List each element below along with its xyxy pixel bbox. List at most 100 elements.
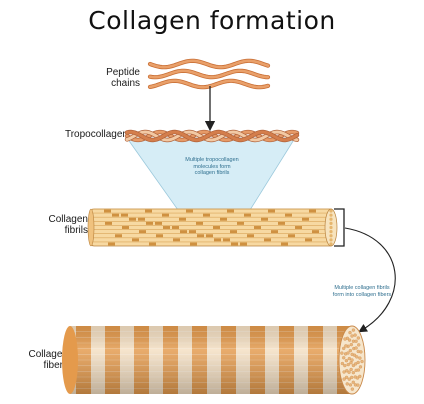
fiber-end-dot [347, 356, 351, 361]
fiber-end-dot [348, 330, 352, 335]
fibril-band [156, 234, 163, 238]
fiber-end-dot [353, 362, 358, 366]
fiber-end-dot [351, 363, 356, 368]
fibril-band [247, 234, 254, 238]
peptide-chains [147, 58, 271, 90]
fiber-end-dot [350, 334, 354, 338]
fibril-band [213, 226, 220, 229]
fibril-band [271, 230, 278, 234]
fibril-band [121, 213, 128, 217]
fibril-band [264, 238, 271, 242]
fiber-end-dot [349, 361, 353, 365]
peptide-chain [148, 79, 270, 89]
fiber-end-dot [344, 375, 349, 380]
fibril-band [278, 221, 285, 225]
fiber-end-dot [350, 375, 354, 380]
fibril-band [206, 234, 213, 238]
fiber-end-dot [349, 342, 353, 347]
fiber-end-dot [360, 359, 364, 364]
arrow-fibrils-to-fibers [344, 227, 396, 333]
fibril-band [237, 221, 244, 225]
fiber-end-dot [356, 383, 360, 387]
fibril-end-dot [329, 217, 333, 221]
tropocollagen-molecule [124, 129, 300, 143]
collagen-fibrils-bundle [87, 208, 338, 247]
fibril-band [145, 209, 152, 213]
fibril-band [268, 209, 275, 213]
fiber-end-dot [347, 377, 351, 381]
peptide-chain [148, 59, 270, 69]
fiber-end-dot [342, 356, 346, 360]
fiber-end-dot [350, 387, 355, 391]
fibril-band [146, 221, 153, 225]
fibril-band [122, 226, 129, 229]
fiber-end-dot [359, 350, 363, 354]
label-collagen-fibrils: Collagen fibrils [48, 214, 88, 236]
fiber-end-dot [346, 362, 350, 367]
fiber-end-dot [356, 336, 360, 340]
fibril-band [285, 213, 292, 217]
fibril-band [172, 226, 179, 229]
fiber-end-dot [351, 371, 356, 375]
fibril-band [305, 238, 312, 242]
fiber-end-dot [358, 356, 362, 360]
fibril-band [149, 242, 156, 246]
fibril-band [189, 230, 196, 234]
fibril-band [155, 221, 162, 225]
fibrils-left-end [87, 208, 95, 247]
label-collagen-fibers: Collagen fibers [28, 349, 68, 371]
fibril-end-dot [329, 230, 333, 234]
fibril-band [230, 230, 237, 234]
fibril-band [203, 213, 210, 217]
fiber-end-dot [358, 365, 363, 369]
label-peptide-chains: Peptide chains [106, 67, 140, 89]
fibril-band [240, 242, 247, 246]
fiber-end-dot [358, 374, 362, 379]
fiber-end-dot [356, 368, 361, 372]
fibril-end-dot [329, 213, 333, 217]
fiber-end-dot [347, 370, 351, 374]
fibril-band [295, 226, 302, 229]
fibril-band [302, 217, 309, 221]
fibril-band [254, 226, 261, 229]
fibril-band [309, 209, 316, 213]
fiber-end-dot [348, 348, 353, 353]
fibrils-bracket [334, 208, 345, 247]
fibril-band [108, 242, 115, 246]
note-fibrils-to-fibers: Multiple collagen fibrils form into coll… [332, 285, 392, 298]
fibers-left-end [62, 326, 78, 394]
fibril-band [220, 217, 227, 221]
fiber-end-dot [344, 359, 349, 363]
fibril-band [214, 238, 221, 242]
fibril-band [186, 209, 193, 213]
fibril-band [139, 230, 146, 234]
fiber-end-dot [340, 361, 345, 366]
label-tropocollagen: Tropocollagen [64, 129, 128, 140]
fiber-end-dot [348, 383, 353, 387]
page-title: Collagen formation [88, 6, 336, 35]
fibril-band [244, 213, 251, 217]
fibril-band [179, 217, 186, 221]
fiber-end-dot [340, 351, 344, 355]
fiber-end-dot [351, 380, 355, 384]
fiber-end-dot [342, 346, 346, 351]
fibril-band [196, 221, 203, 225]
fibril-band [261, 217, 268, 221]
collagen-fibers-cylinder [62, 325, 366, 395]
fibril-end-dot [329, 209, 333, 213]
fibril-end-dot [329, 221, 333, 225]
fiber-end-dot [347, 338, 352, 342]
fiber-end-dot [344, 344, 348, 348]
fibril-band [105, 221, 112, 225]
tropocollagen-strand [125, 130, 299, 142]
fibril-band [231, 242, 238, 246]
fibril-end-dot [329, 225, 333, 230]
fibril-band [223, 238, 230, 242]
fiber-end-dot [345, 369, 349, 373]
fibril-band [227, 209, 234, 213]
fiber-end-dot [351, 328, 356, 332]
fibril-band [312, 230, 319, 234]
fiber-end-dot [355, 355, 359, 359]
